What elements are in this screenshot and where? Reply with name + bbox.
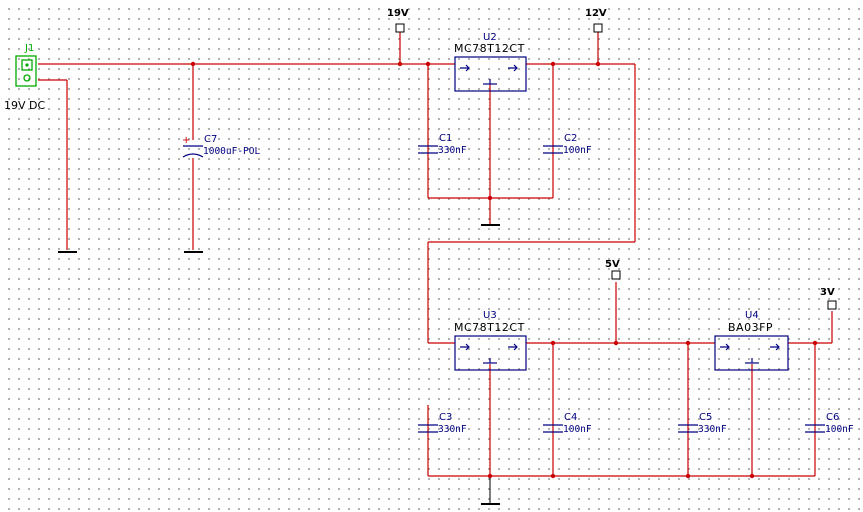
dc-jack-sleeve-icon xyxy=(23,74,31,82)
dc-jack-pin-dot-icon xyxy=(25,63,29,67)
regulator-u2[interactable]: U2 MC78T12CT xyxy=(454,32,527,92)
net-port-3v[interactable]: 3V xyxy=(820,287,837,310)
net-port-5v[interactable]: 5V xyxy=(605,259,621,280)
capacitor-value: 1000uF-POL xyxy=(203,146,260,157)
junction-dot xyxy=(685,340,691,346)
capacitor-value: 100nF xyxy=(563,424,592,435)
junction-dot xyxy=(190,61,196,67)
junctions xyxy=(190,61,818,479)
regulator-part: MC78T12CT xyxy=(454,321,525,334)
regulator-body xyxy=(454,335,527,371)
port-square-icon xyxy=(611,270,621,280)
connector-label: 19V DC xyxy=(4,99,45,112)
capacitor-c4[interactable]: C4 100nF xyxy=(543,412,592,435)
capacitor-c7[interactable]: + C7 1000uF-POL xyxy=(182,134,260,158)
regulator-body xyxy=(454,56,527,92)
port-square-icon xyxy=(827,300,837,310)
connector-j1[interactable]: J1 19V DC xyxy=(4,43,45,112)
dc-jack-pin-icon xyxy=(21,59,33,71)
junction-dot xyxy=(487,195,493,201)
junction-dot xyxy=(487,473,493,479)
capacitor-value: 330nF xyxy=(438,145,467,156)
input-arrow-icon xyxy=(720,343,730,351)
capacitor-ref: C1 xyxy=(439,133,452,144)
net-label-19v: 19V xyxy=(387,8,409,19)
capacitor-value: 100nF xyxy=(563,145,592,156)
capacitor-value: 330nF xyxy=(698,424,727,435)
regulator-part: MC78T12CT xyxy=(454,42,525,55)
net-label-3v: 3V xyxy=(820,287,835,298)
junction-dot xyxy=(685,473,691,479)
capacitor-c2[interactable]: C2 100nF xyxy=(543,133,592,156)
regulator-u4[interactable]: U4 BA03FP xyxy=(714,310,789,371)
capacitor-c3[interactable]: C3 330nF xyxy=(418,412,467,435)
capacitor-ref: C2 xyxy=(564,133,577,144)
regulator-ref: U3 xyxy=(483,310,497,321)
capacitor-c5[interactable]: C5 330nF xyxy=(678,412,727,435)
output-arrow-icon xyxy=(770,343,780,351)
input-arrow-icon xyxy=(460,64,470,72)
regulator-u3[interactable]: U3 MC78T12CT xyxy=(454,310,527,371)
net-port-12v[interactable]: 12V xyxy=(585,8,607,33)
net-label-12v: 12V xyxy=(585,8,607,19)
connector-ref: J1 xyxy=(24,43,34,54)
capacitor-ref: C6 xyxy=(826,412,839,423)
capacitor-c6[interactable]: C6 100nF xyxy=(805,412,854,435)
junction-dot xyxy=(595,61,601,67)
capacitor-ref: C7 xyxy=(204,134,217,145)
output-arrow-icon xyxy=(508,64,518,72)
junction-dot xyxy=(397,61,403,67)
capacitor-ref: C4 xyxy=(564,412,577,423)
wires xyxy=(38,31,833,478)
regulator-body xyxy=(714,335,789,371)
net-port-19v[interactable]: 19V xyxy=(387,8,409,33)
capacitor-curved-plate-icon xyxy=(182,153,204,158)
regulator-ref: U2 xyxy=(483,32,497,43)
capacitor-value: 100nF xyxy=(825,424,854,435)
port-square-icon xyxy=(593,23,603,33)
capacitor-c1[interactable]: C1 330nF xyxy=(418,133,467,156)
capacitor-ref: C5 xyxy=(699,412,712,423)
junction-dot xyxy=(550,61,556,67)
capacitor-ref: C3 xyxy=(439,412,452,423)
junction-dot xyxy=(550,340,556,346)
regulator-ref: U4 xyxy=(745,310,759,321)
junction-dot xyxy=(812,340,818,346)
port-square-icon xyxy=(395,23,405,33)
ground-symbols xyxy=(58,224,500,505)
regulator-part: BA03FP xyxy=(728,321,773,334)
capacitor-value: 330nF xyxy=(438,424,467,435)
junction-dot xyxy=(613,340,619,346)
input-arrow-icon xyxy=(460,343,470,351)
net-label-5v: 5V xyxy=(605,259,620,270)
polarity-plus-icon: + xyxy=(182,135,190,146)
junction-dot xyxy=(550,473,556,479)
junction-dot xyxy=(749,473,755,479)
dc-jack-icon xyxy=(15,55,37,87)
junction-dot xyxy=(425,61,431,67)
output-arrow-icon xyxy=(508,343,518,351)
